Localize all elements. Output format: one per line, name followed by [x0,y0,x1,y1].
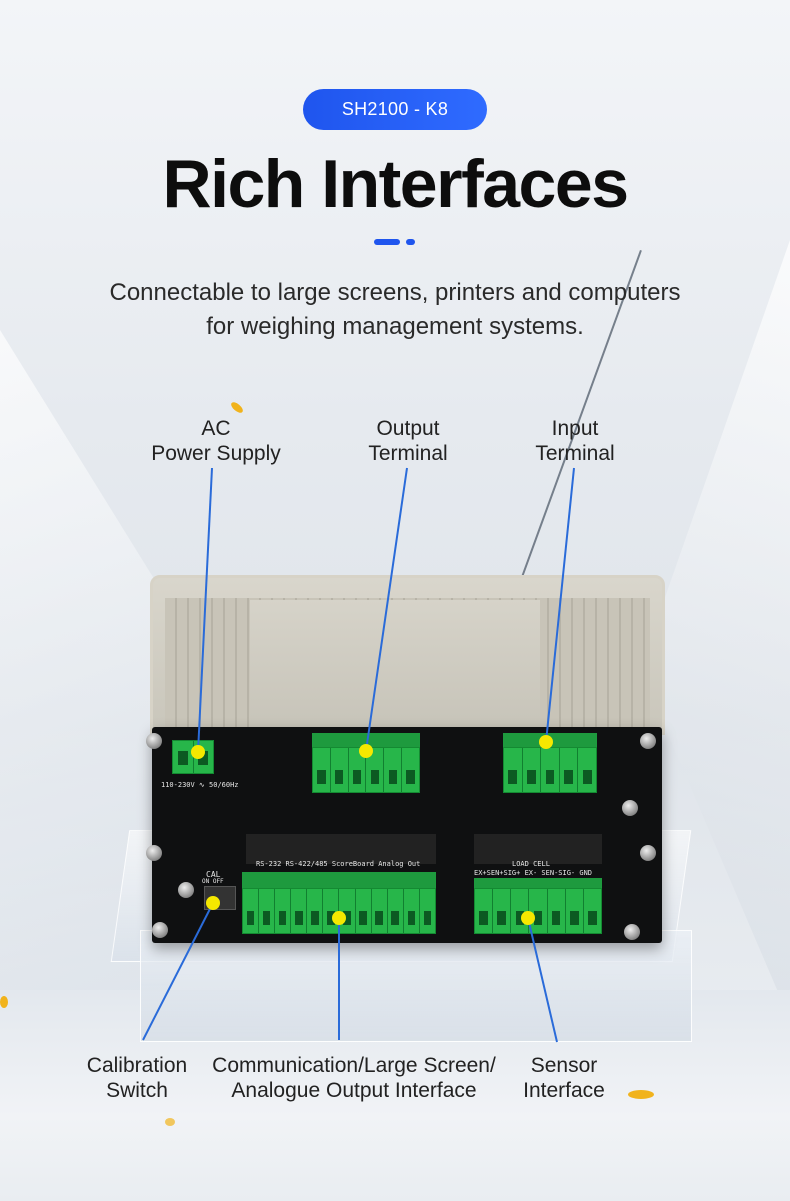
subtitle-line: Connectable to large screens, printers a… [109,279,681,306]
callout-ac-power: AC Power Supply [116,416,316,466]
callout-line: Switch [106,1079,168,1102]
callout-line: Analogue Output Interface [231,1079,477,1102]
callout-line: Input [551,417,599,440]
acrylic-stand-base [140,930,692,1042]
power-rating-marking: 110-230V ∿ 50/60Hz [161,781,239,789]
title-accent-dot [406,239,415,245]
screw-icon [146,845,162,861]
callout-input-terminal: Input Terminal [485,416,665,466]
leader-line-ac-power [197,467,213,753]
leader-line-output [365,467,408,752]
marker-dot-communication [332,911,346,925]
model-badge: SH2100 - K8 [303,89,487,130]
marker-dot-calibration [206,896,220,910]
callout-calibration-switch: Calibration Switch [74,1053,200,1103]
load-cell-pins-marking: EX+SEN+SIG+ EX- SEN-SIG- GND [474,869,593,877]
sensor-terminal-block [474,888,602,934]
title-accent-bar [374,239,400,245]
callout-sensor: Sensor Interface [505,1053,623,1103]
comm-terminal-top [242,872,436,888]
leader-line-sensor [527,917,558,1043]
screw-icon [152,922,168,938]
screw-icon [624,924,640,940]
screw-icon [640,733,656,749]
marker-dot-input [539,735,553,749]
callout-line: Output [376,417,440,440]
housing-top-plate [250,600,540,728]
decorative-spark [165,1118,175,1126]
cal-on-off-marking: ON OFF [202,878,224,885]
output-terminal-top [312,733,420,747]
page-subtitle: Connectable to large screens, printers a… [60,276,730,344]
screw-icon [146,733,162,749]
page-title: Rich Interfaces [162,146,629,222]
callout-line: Calibration [86,1054,188,1077]
callout-line: Terminal [368,442,448,465]
decorative-spark [628,1090,654,1099]
callout-line: Sensor [530,1054,598,1077]
callout-output-terminal: Output Terminal [318,416,498,466]
screw-icon [178,882,194,898]
load-cell-marking: LOAD CELL [512,860,550,868]
callout-line: Communication/Large Screen/ [212,1054,496,1077]
subtitle-line: for weighing management systems. [206,313,584,340]
screw-icon [622,800,638,816]
comm-header-marking: RS-232 RS-422/485 ScoreBoard Analog Out [256,860,421,868]
callout-communication: Communication/Large Screen/ Analogue Out… [198,1053,510,1103]
callout-line: Interface [523,1079,605,1102]
callout-line: AC [201,417,231,440]
leader-line-calibration [142,902,214,1041]
sensor-terminal-top [474,878,602,890]
marker-dot-output [359,744,373,758]
callout-line: Power Supply [151,442,281,465]
callout-line: Terminal [535,442,615,465]
marker-dot-sensor [521,911,535,925]
comm-terminal-housing [246,834,436,864]
cal-marking: CAL [206,870,221,879]
sensor-terminal-housing [474,834,602,864]
decorative-spark [0,996,8,1008]
screw-icon [640,845,656,861]
leader-line-input [545,467,575,743]
marker-dot-ac-power [191,745,205,759]
